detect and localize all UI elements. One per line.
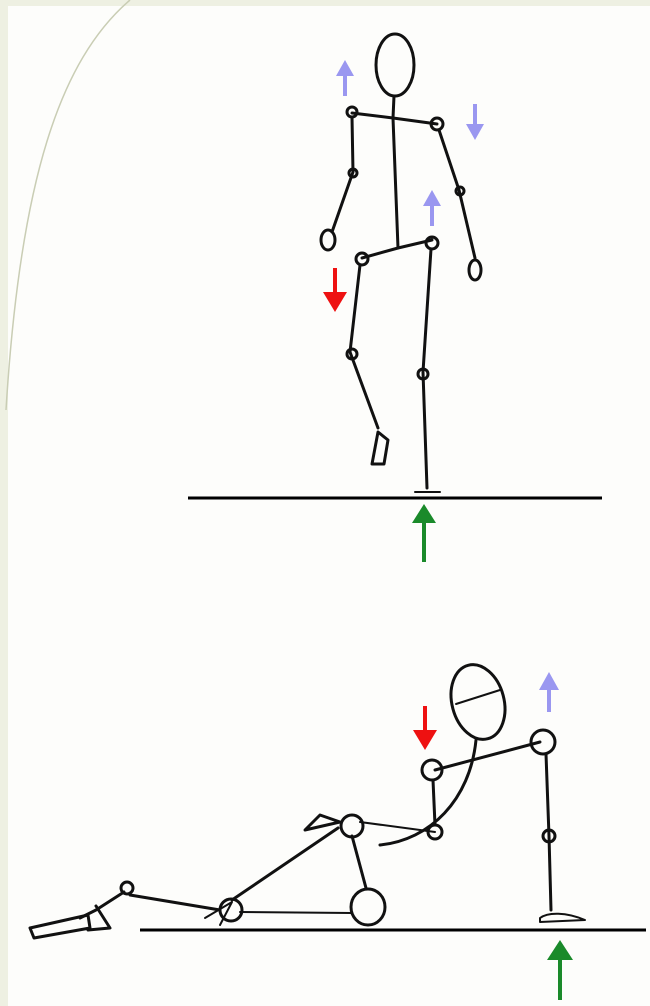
bent-arm — [431, 778, 437, 827]
right-hand — [467, 258, 483, 282]
reclining-figure — [28, 663, 646, 940]
thigh — [350, 834, 368, 890]
arrow-down-icon — [413, 706, 437, 750]
second-hip-link — [204, 901, 233, 926]
head — [374, 32, 416, 98]
foot — [28, 913, 92, 940]
extended-thigh — [128, 893, 222, 912]
ankle — [86, 904, 112, 932]
raised-foot — [370, 430, 390, 466]
hips — [360, 238, 434, 260]
left-hip-joint — [354, 251, 370, 267]
supporting-elbow-joint — [541, 828, 557, 844]
arrow-up-icon — [336, 60, 354, 96]
head — [449, 663, 507, 741]
right-arm — [437, 128, 477, 260]
arrow-up-icon — [412, 504, 436, 562]
shin-line — [239, 911, 353, 914]
torso-line — [359, 821, 436, 833]
left-arm — [330, 115, 355, 234]
lower-leg — [230, 826, 340, 902]
arrow-down-icon — [466, 104, 484, 140]
decorative-curve — [5, 0, 131, 411]
spine — [378, 738, 478, 847]
arrow-up-icon — [539, 672, 559, 712]
thigh-shape — [303, 813, 342, 832]
knee-joint — [349, 887, 387, 927]
raised-knee-joint — [345, 347, 359, 361]
arrow-up-icon — [547, 940, 573, 1000]
extended-knee-joint — [119, 880, 135, 896]
supporting-hand — [539, 912, 586, 923]
standing-figure — [188, 32, 602, 500]
right-shoulder-joint — [529, 728, 557, 756]
left-hand — [319, 228, 337, 252]
arrow-up-icon — [423, 190, 441, 226]
right-shoulder-joint — [429, 116, 445, 132]
right-elbow-joint — [454, 185, 466, 197]
standing-leg — [421, 247, 433, 490]
supporting-arm — [544, 752, 553, 912]
hip-joint — [339, 813, 365, 839]
head-line — [455, 689, 501, 705]
shoulders — [433, 740, 542, 772]
raised-leg — [348, 263, 380, 430]
shoulders — [350, 111, 439, 126]
arrow-down-icon — [323, 268, 347, 312]
slide-left-border — [0, 0, 8, 1006]
standing-knee-joint — [416, 367, 430, 381]
slide-top-border — [0, 0, 650, 6]
left-elbow-joint — [347, 167, 359, 179]
